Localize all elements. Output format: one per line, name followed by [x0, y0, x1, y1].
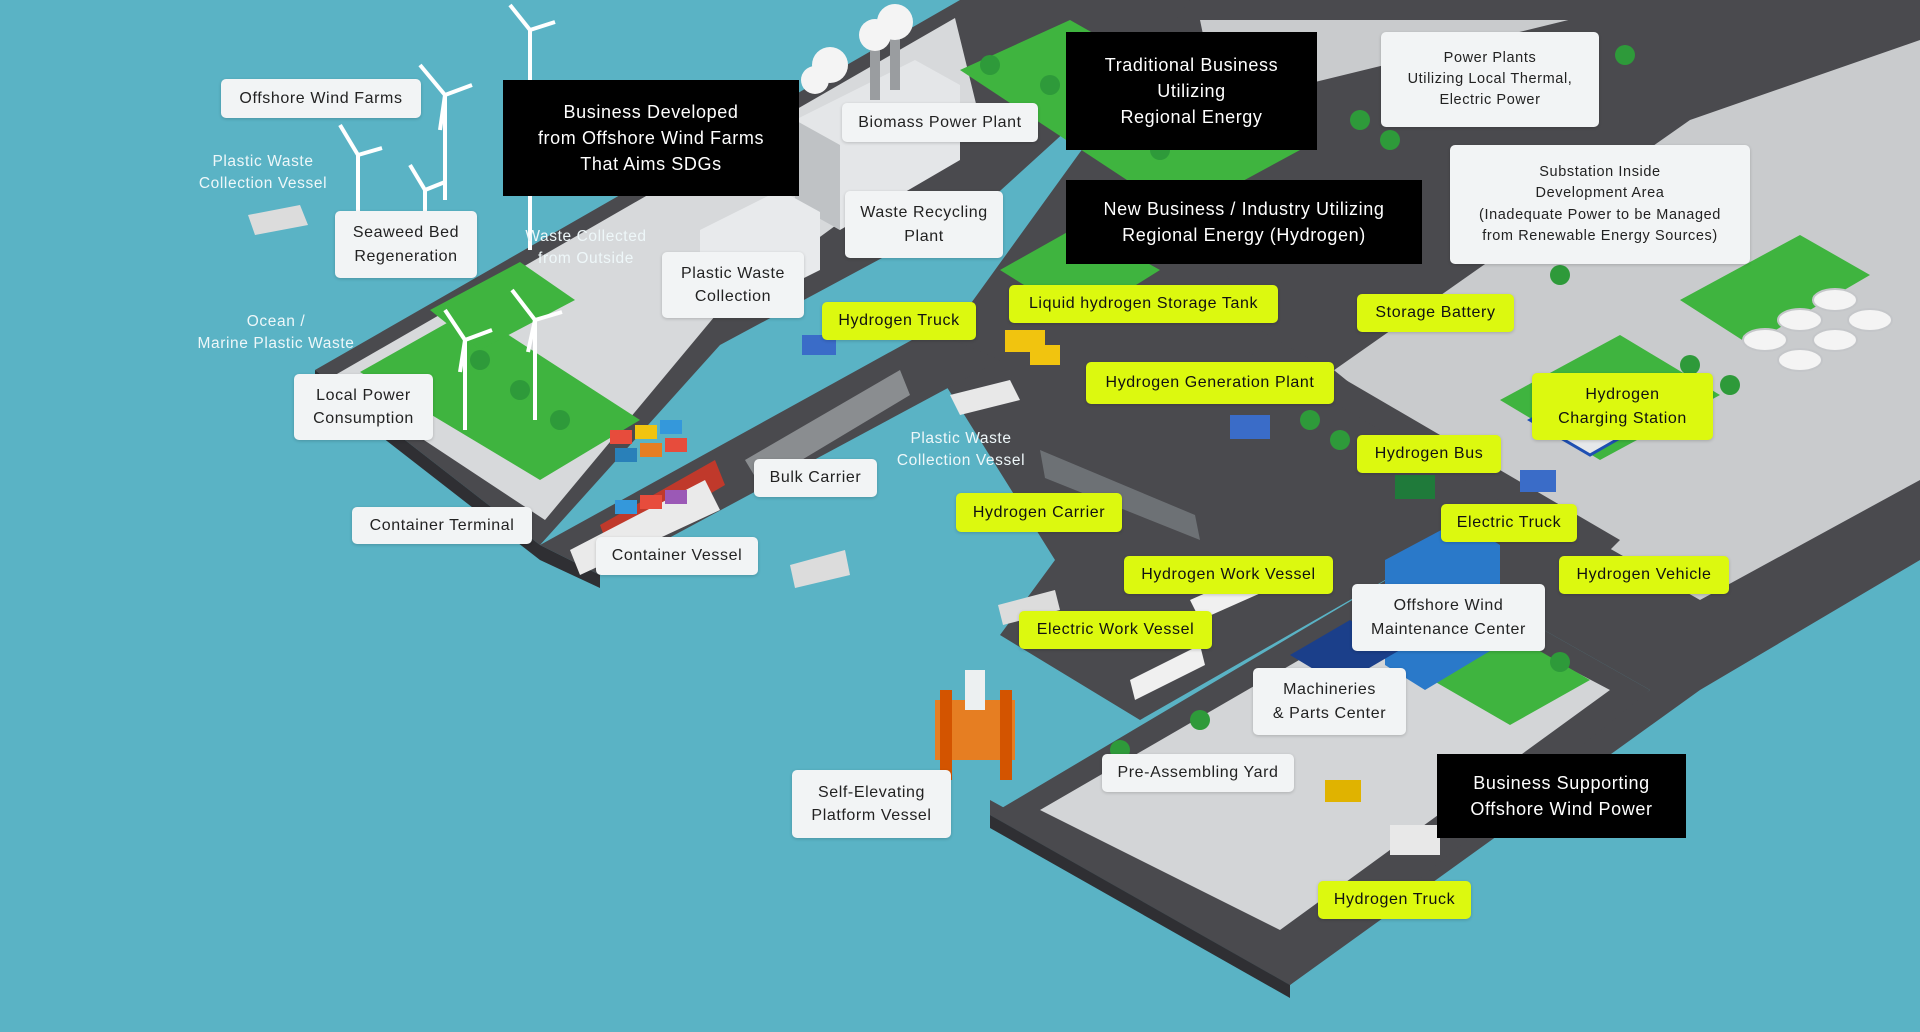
label-hydrogen-vehicle: Hydrogen Vehicle [1559, 556, 1729, 594]
right-grass-2 [1680, 235, 1870, 345]
left-grass [360, 310, 640, 480]
note-ocean-plastic: Ocean / Marine Plastic Waste [197, 312, 355, 352]
note-plastic-vessel-left: Plastic Waste Collection Vessel [198, 152, 328, 192]
label-seaweed-bed: Seaweed Bed Regeneration [335, 211, 477, 278]
label-offshore-wind-farms: Offshore Wind Farms [221, 79, 421, 118]
label-storage-battery: Storage Battery [1357, 294, 1514, 332]
label-pre-assembling-yard: Pre-Assembling Yard [1102, 754, 1294, 792]
label-self-elevating-platform: Self-Elevating Platform Vessel [792, 770, 951, 838]
label-electric-work-vessel: Electric Work Vessel [1019, 611, 1212, 649]
offshore-wind-business-box: Business Developed from Offshore Wind Fa… [503, 80, 799, 196]
label-hydrogen-charging-station: Hydrogen Charging Station [1532, 373, 1713, 440]
label-container-vessel: Container Vessel [596, 537, 758, 575]
hydrogen-business-box: New Business / Industry Utilizing Region… [1066, 180, 1422, 264]
dock-edge [540, 545, 600, 588]
label-hydrogen-bus: Hydrogen Bus [1357, 435, 1501, 473]
label-waste-recycling-plant: Waste Recycling Plant [845, 191, 1003, 258]
label-plastic-waste-collection: Plastic Waste Collection [662, 252, 804, 318]
note-plastic-vessel-center: Plastic Waste Collection Vessel [896, 429, 1026, 469]
containers [610, 420, 687, 514]
left-grass-2 [430, 262, 575, 350]
label-hydrogen-generation-plant: Hydrogen Generation Plant [1086, 362, 1334, 404]
label-bulk-carrier: Bulk Carrier [754, 459, 877, 497]
storage-tanks [1742, 288, 1893, 372]
self-elevating-platform [935, 670, 1015, 780]
traditional-business-box: Traditional Business Utilizing Regional … [1066, 32, 1317, 150]
label-electric-truck: Electric Truck [1441, 504, 1577, 542]
label-power-plants: Power Plants Utilizing Local Thermal, El… [1381, 32, 1599, 127]
label-container-terminal: Container Terminal [352, 507, 532, 544]
label-liquid-hydrogen-storage: Liquid hydrogen Storage Tank [1009, 285, 1278, 323]
label-hydrogen-truck-top: Hydrogen Truck [822, 302, 976, 340]
supporting-business-box: Business Supporting Offshore Wind Power [1437, 754, 1686, 838]
note-waste-outside: Waste Collected from Outside [525, 227, 647, 267]
vehicles [802, 330, 1556, 855]
label-hydrogen-truck-bottom: Hydrogen Truck [1318, 881, 1471, 919]
label-offshore-wind-maintenance: Offshore Wind Maintenance Center [1352, 584, 1545, 651]
label-local-power: Local Power Consumption [294, 374, 433, 440]
label-hydrogen-carrier: Hydrogen Carrier [956, 493, 1122, 532]
lower-edge [990, 815, 1290, 998]
label-machineries-parts: Machineries & Parts Center [1253, 668, 1406, 735]
label-substation: Substation Inside Development Area (Inad… [1450, 145, 1750, 264]
label-hydrogen-work-vessel: Hydrogen Work Vessel [1124, 556, 1333, 594]
label-biomass-power-plant: Biomass Power Plant [842, 103, 1038, 142]
